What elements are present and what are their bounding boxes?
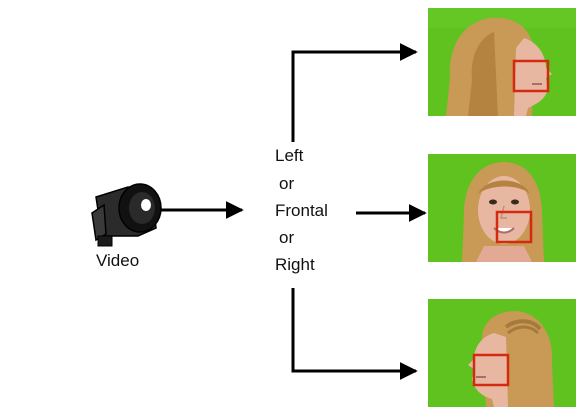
mouth-region-box xyxy=(512,59,550,93)
decision-line-frontal: Frontal xyxy=(275,201,328,220)
left-profile-face-image xyxy=(428,8,576,116)
decision-line-right: Right xyxy=(275,255,315,274)
video-label: Video xyxy=(96,251,140,270)
frontal-face-image xyxy=(428,154,576,262)
video-camera-icon xyxy=(91,183,162,247)
arrow-to-right-profile xyxy=(291,288,418,380)
arrow-to-left-profile xyxy=(291,43,418,142)
decision-line-or-1: or xyxy=(279,174,295,193)
decision-line-left: Left xyxy=(275,146,304,165)
mouth-region-box xyxy=(495,210,533,244)
mouth-region-box xyxy=(472,353,510,387)
right-profile-face-image xyxy=(428,299,576,407)
decision-line-or-2: or xyxy=(279,228,295,247)
